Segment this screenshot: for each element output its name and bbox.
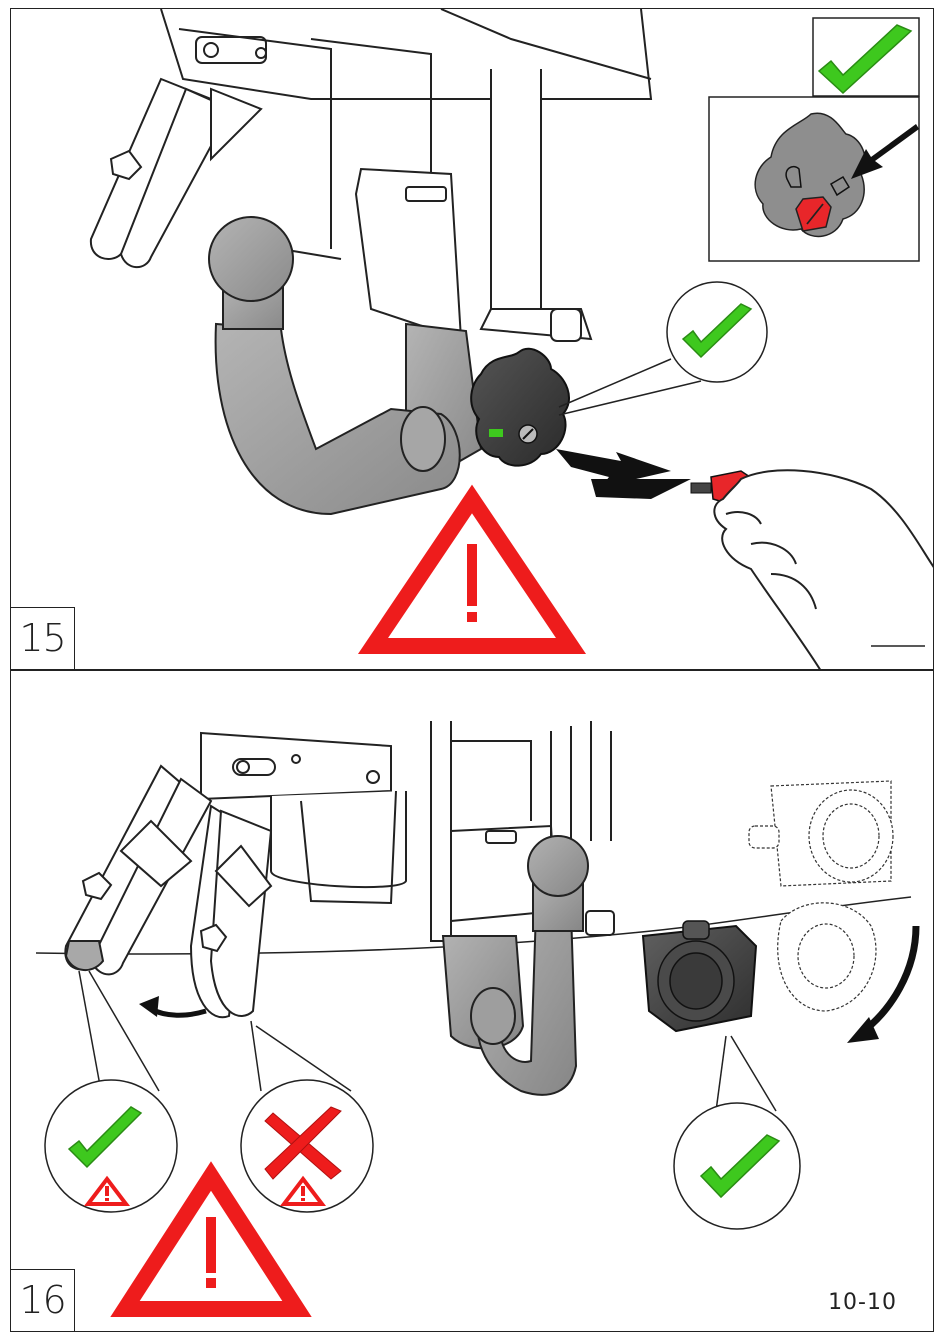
step-number: 16 bbox=[11, 1269, 75, 1331]
checkmark-icon bbox=[67, 1106, 143, 1169]
step-16-panel: 16 10-10 bbox=[10, 670, 934, 1332]
rotate-arrow-icon bbox=[139, 996, 207, 1018]
rotate-arrow-icon bbox=[847, 925, 920, 1043]
callout-lines bbox=[78, 970, 777, 1112]
callout-ok bbox=[558, 281, 768, 416]
step-15-illustration bbox=[89, 9, 933, 669]
page-number: 10-10 bbox=[828, 1290, 897, 1315]
checkmark-icon bbox=[681, 303, 753, 359]
hand-illustration bbox=[713, 469, 933, 669]
warning-triangle-icon bbox=[357, 484, 587, 654]
tow-ball bbox=[441, 835, 589, 1096]
callout-ok-lever bbox=[44, 1079, 178, 1213]
step-15-panel: 15 bbox=[10, 8, 934, 670]
callout-ok-socket bbox=[673, 1102, 801, 1230]
release-lever bbox=[89, 77, 263, 269]
inset-knob-detail bbox=[708, 96, 920, 262]
pull-arrow-icon bbox=[556, 449, 691, 499]
cross-icon bbox=[264, 1106, 342, 1180]
vehicle-bracket bbox=[200, 721, 615, 942]
warning-triangle-icon bbox=[110, 1161, 312, 1317]
warning-triangle-icon bbox=[279, 1175, 327, 1206]
step-number: 15 bbox=[11, 607, 75, 669]
step-16-illustration bbox=[35, 721, 920, 1317]
checkmark-icon bbox=[699, 1134, 781, 1199]
checkmark-icon bbox=[817, 24, 913, 95]
socket-positions-ghost bbox=[748, 780, 894, 1012]
vehicle-bracket bbox=[160, 9, 653, 342]
tow-ball bbox=[208, 216, 461, 516]
status-ok-box bbox=[812, 17, 920, 97]
electric-socket bbox=[641, 920, 758, 1033]
callout-wrong-lever bbox=[240, 1079, 374, 1213]
release-lever-positions bbox=[64, 764, 273, 1019]
warning-triangle-icon bbox=[83, 1175, 131, 1206]
lock-knob-icon bbox=[470, 347, 570, 467]
